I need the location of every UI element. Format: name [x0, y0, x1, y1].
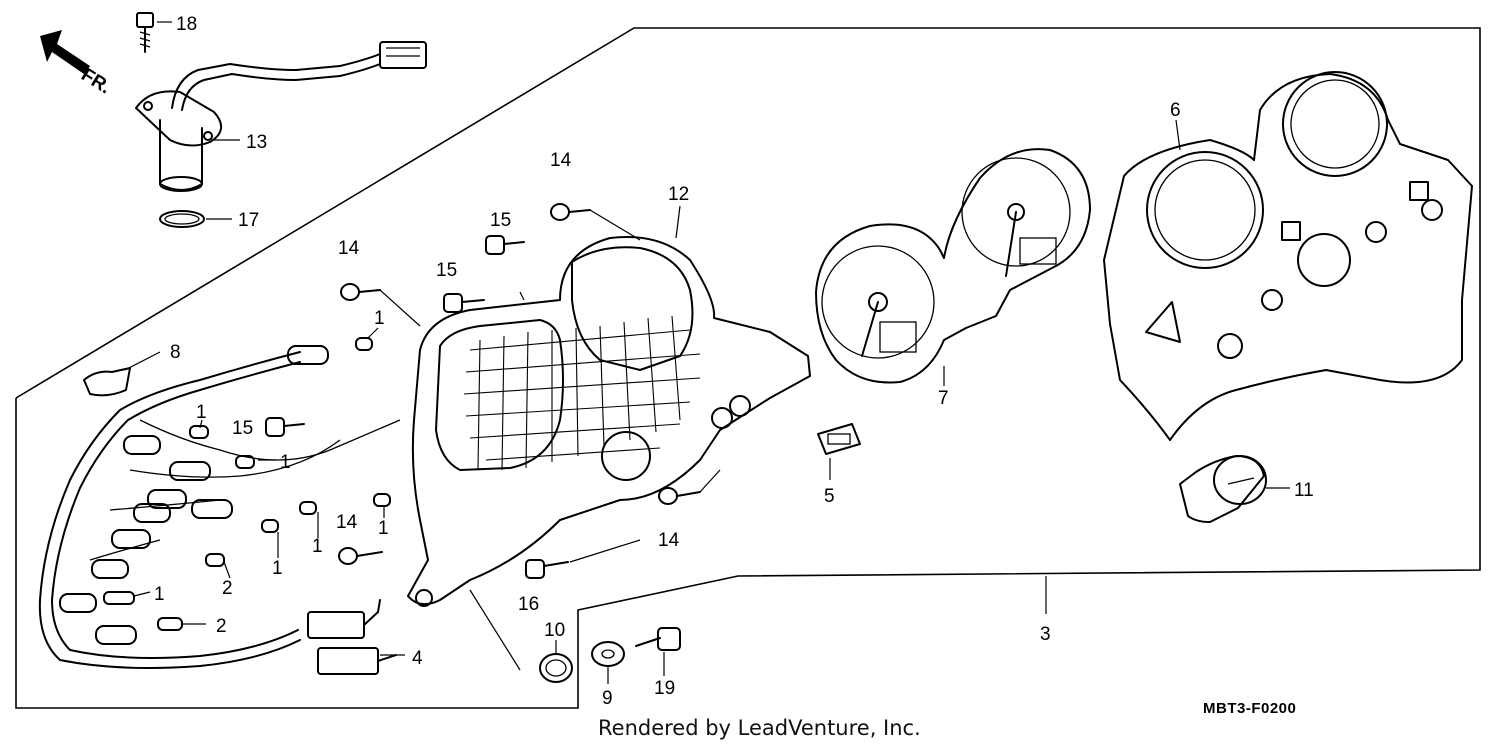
- grommet-10-icon: [539, 653, 573, 683]
- assembly-frame: [15, 27, 1481, 709]
- bulb-icons: [103, 337, 391, 631]
- credit-text: Rendered by LeadVenture, Inc.: [598, 716, 921, 740]
- callout-6[interactable]: 6: [1170, 100, 1181, 121]
- callout-18[interactable]: 18: [176, 14, 197, 35]
- washer-9-icon: [591, 641, 625, 667]
- speedometer-dial-7-icon: [815, 148, 1091, 384]
- screw-icons: [265, 203, 701, 579]
- callout-15-a[interactable]: 15: [490, 210, 511, 231]
- callout-15-c[interactable]: 15: [232, 418, 253, 439]
- callout-10[interactable]: 10: [544, 620, 565, 641]
- callout-7[interactable]: 7: [938, 388, 949, 409]
- callout-16[interactable]: 16: [518, 594, 539, 615]
- callout-3[interactable]: 3: [1040, 624, 1051, 645]
- wire-harness-icon: [38, 345, 401, 675]
- callout-8[interactable]: 8: [170, 342, 181, 363]
- diagram-code: MBT3-F0200: [1203, 700, 1297, 717]
- callout-15-b[interactable]: 15: [436, 260, 457, 281]
- callout-13[interactable]: 13: [246, 132, 267, 153]
- clamp-8-icon: [83, 367, 131, 397]
- meter-cover-6-icon: [1103, 71, 1473, 441]
- callout-14-a[interactable]: 14: [550, 150, 572, 171]
- callout-2-a[interactable]: 2: [222, 578, 233, 599]
- callout-14-b[interactable]: 14: [338, 238, 360, 259]
- o-ring-17-icon: [159, 210, 205, 228]
- speed-sensor-13-icon: [135, 41, 427, 192]
- callout-19[interactable]: 19: [654, 678, 675, 699]
- callout-2-b[interactable]: 2: [216, 616, 227, 637]
- bolt-19-icon: [635, 627, 681, 651]
- callout-1-g[interactable]: 1: [154, 584, 165, 605]
- callout-9[interactable]: 9: [602, 688, 613, 709]
- callout-17[interactable]: 17: [238, 210, 259, 231]
- callout-1-e[interactable]: 1: [312, 536, 323, 557]
- callout-14-c[interactable]: 14: [336, 512, 358, 533]
- callout-1-b[interactable]: 1: [196, 402, 207, 423]
- indicator-lens-5-icon: [817, 423, 861, 455]
- callout-1-c[interactable]: 1: [280, 452, 291, 473]
- callout-4[interactable]: 4: [412, 648, 423, 669]
- gauge-11-icon: [1179, 455, 1267, 523]
- callout-1-d[interactable]: 1: [378, 518, 389, 539]
- callout-5[interactable]: 5: [824, 486, 835, 507]
- callout-1-a[interactable]: 1: [374, 308, 385, 329]
- bolt-18-icon: [136, 12, 154, 53]
- callout-14-d[interactable]: 14: [658, 530, 680, 551]
- callout-1-f[interactable]: 1: [272, 558, 283, 579]
- meter-case-12-icon: [407, 235, 811, 607]
- front-direction-arrow-icon: [40, 30, 90, 74]
- callout-11[interactable]: 11: [1294, 480, 1314, 501]
- callout-12[interactable]: 12: [668, 184, 689, 205]
